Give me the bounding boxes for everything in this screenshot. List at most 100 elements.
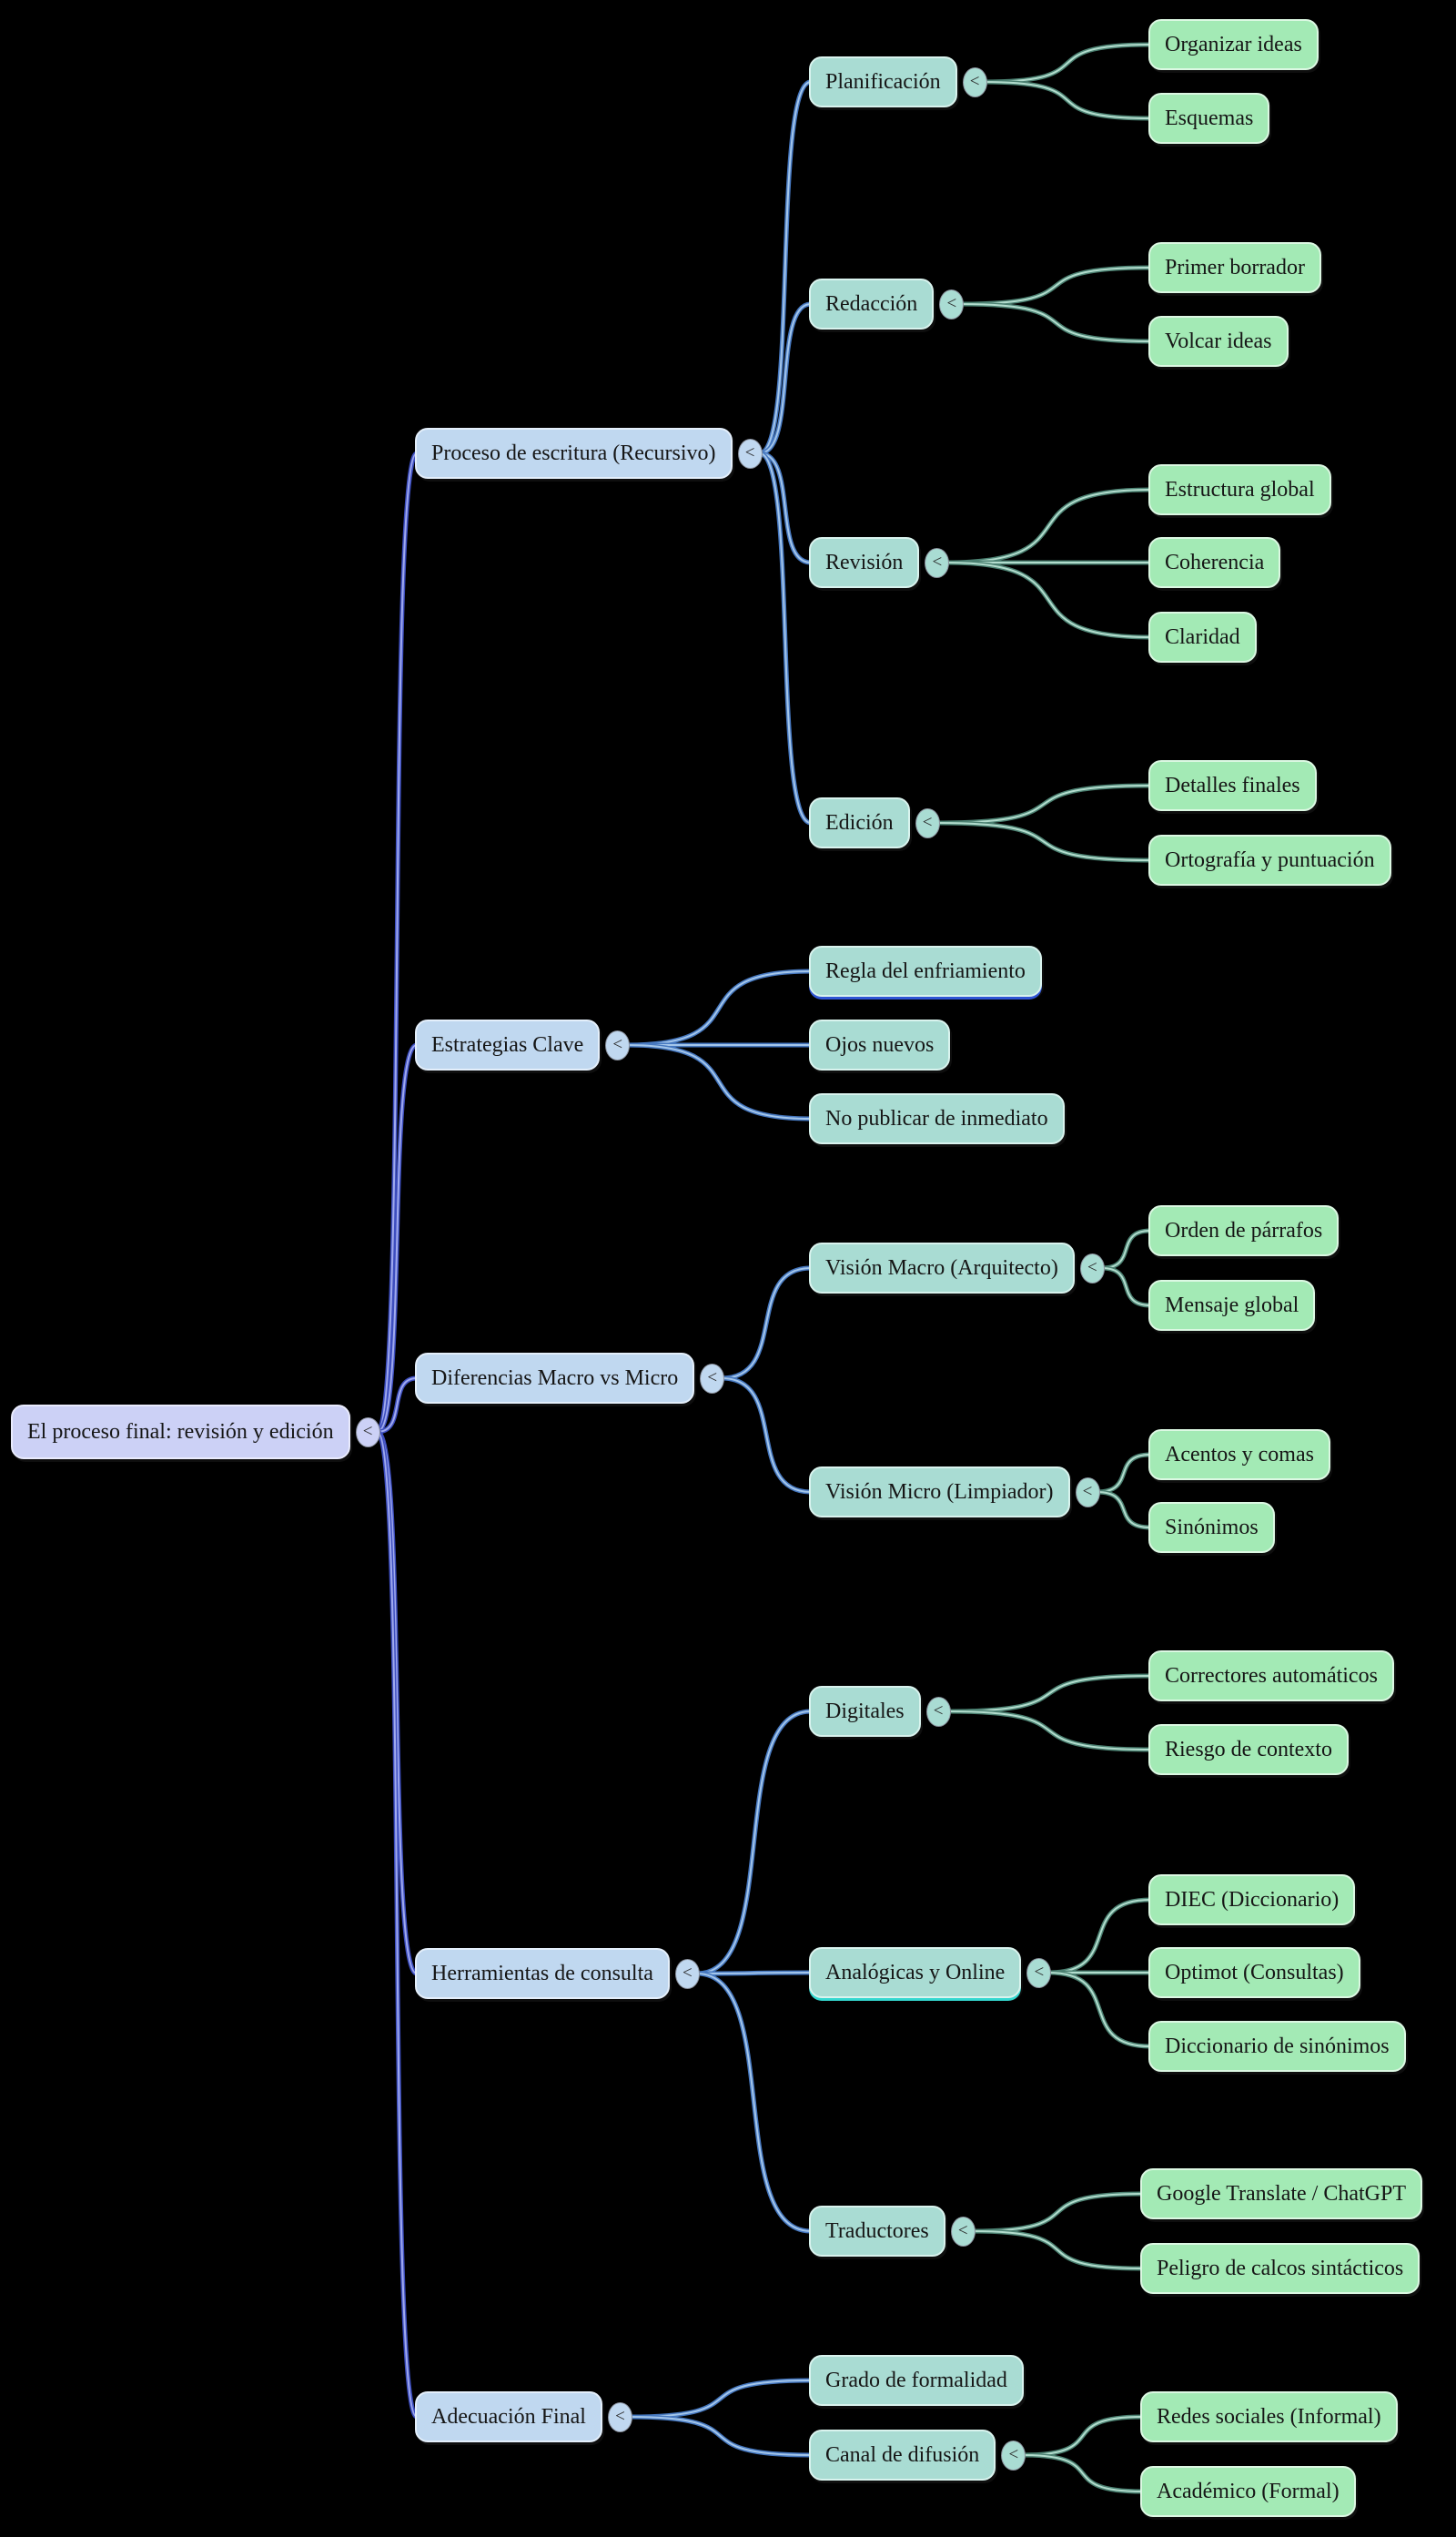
node-box-vmicro[interactable]: Visión Micro (Limpiador) [809,1466,1070,1517]
node-box-esquemas[interactable]: Esquemas [1148,93,1270,144]
node-edicion[interactable]: Edición< [809,797,940,848]
node-primer[interactable]: Primer borrador [1148,242,1321,293]
collapse-toggle[interactable]: < [962,66,987,97]
collapse-toggle[interactable]: < [925,547,950,578]
node-box-adecuacion[interactable]: Adecuación Final [415,2391,602,2442]
collapse-toggle[interactable]: < [915,807,940,838]
node-box-nopublicar[interactable]: No publicar de inmediato [809,1093,1065,1144]
node-box-coherencia[interactable]: Coherencia [1148,537,1281,588]
node-box-ojos[interactable]: Ojos nuevos [809,1020,951,1071]
node-planificacion[interactable]: Planificación< [809,56,987,107]
collapse-toggle[interactable]: < [950,2216,976,2247]
node-box-diec[interactable]: DIEC (Diccionario) [1148,1874,1356,1925]
node-redaccion[interactable]: Redacción< [809,279,965,330]
node-box-mensaje[interactable]: Mensaje global [1148,1280,1316,1331]
node-nopublicar[interactable]: No publicar de inmediato [809,1093,1065,1144]
node-box-estrategias[interactable]: Estrategias Clave [415,1020,601,1071]
node-box-digitales[interactable]: Digitales [809,1686,921,1737]
node-volcar[interactable]: Volcar ideas [1148,316,1289,367]
node-vmicro[interactable]: Visión Micro (Limpiador)< [809,1466,1100,1517]
node-box-revision[interactable]: Revisión [809,537,920,588]
node-box-root[interactable]: El proceso final: revisión y edición [11,1405,350,1459]
collapse-toggle[interactable]: < [1079,1253,1105,1284]
node-box-estructura[interactable]: Estructura global [1148,464,1331,515]
node-box-grado[interactable]: Grado de formalidad [809,2355,1024,2406]
collapse-toggle[interactable]: < [1001,2440,1026,2471]
collapse-toggle[interactable]: < [939,289,965,320]
node-grado[interactable]: Grado de formalidad [809,2355,1024,2406]
node-box-redes[interactable]: Redes sociales (Informal) [1140,2391,1398,2442]
node-google[interactable]: Google Translate / ChatGPT [1140,2168,1422,2219]
node-box-vmacro[interactable]: Visión Macro (Arquitecto) [809,1243,1075,1294]
node-acentos[interactable]: Acentos y comas [1148,1429,1330,1480]
node-box-organizar[interactable]: Organizar ideas [1148,19,1319,70]
node-box-traductores[interactable]: Traductores [809,2206,945,2257]
node-box-detalles[interactable]: Detalles finales [1148,760,1317,811]
node-diec[interactable]: DIEC (Diccionario) [1148,1874,1356,1925]
node-digitales[interactable]: Digitales< [809,1686,951,1737]
node-box-proceso[interactable]: Proceso de escritura (Recursivo) [415,428,733,479]
node-box-sinonimos[interactable]: Sinónimos [1148,1502,1275,1553]
node-box-regla[interactable]: Regla del enfriamiento [809,946,1042,997]
collapse-toggle[interactable]: < [605,1030,631,1060]
node-box-claridad[interactable]: Claridad [1148,612,1257,663]
node-box-orden[interactable]: Orden de párrafos [1148,1205,1340,1256]
node-ortografia[interactable]: Ortografía y puntuación [1148,835,1391,886]
collapse-toggle[interactable]: < [1026,1957,1052,1988]
node-box-ortografia[interactable]: Ortografía y puntuación [1148,835,1391,886]
node-root[interactable]: El proceso final: revisión y edición< [11,1405,380,1459]
node-box-calcos[interactable]: Peligro de calcos sintácticos [1140,2243,1421,2294]
collapse-toggle[interactable]: < [674,1958,700,1989]
node-organizar[interactable]: Organizar ideas [1148,19,1319,70]
node-estrategias[interactable]: Estrategias Clave< [415,1020,631,1071]
node-estructura[interactable]: Estructura global [1148,464,1331,515]
collapse-toggle[interactable]: < [355,1416,380,1447]
collapse-toggle[interactable]: < [737,438,763,469]
node-detalles[interactable]: Detalles finales [1148,760,1317,811]
node-canal[interactable]: Canal de difusión< [809,2430,1026,2481]
collapse-toggle[interactable]: < [700,1363,725,1394]
node-riesgo[interactable]: Riesgo de contexto [1148,1724,1349,1775]
node-redes[interactable]: Redes sociales (Informal) [1140,2391,1398,2442]
node-box-planificacion[interactable]: Planificación [809,56,957,107]
node-mensaje[interactable]: Mensaje global [1148,1280,1316,1331]
node-regla[interactable]: Regla del enfriamiento [809,946,1042,997]
node-box-dicsin[interactable]: Diccionario de sinónimos [1148,2021,1406,2072]
node-box-acentos[interactable]: Acentos y comas [1148,1429,1330,1480]
node-revision[interactable]: Revisión< [809,537,950,588]
collapse-toggle[interactable]: < [607,2401,632,2432]
node-box-canal[interactable]: Canal de difusión [809,2430,996,2481]
node-box-redaccion[interactable]: Redacción [809,279,935,330]
collapse-toggle[interactable]: < [1075,1477,1100,1507]
node-orden[interactable]: Orden de párrafos [1148,1205,1340,1256]
node-diferencias[interactable]: Diferencias Macro vs Micro< [415,1353,725,1404]
node-box-volcar[interactable]: Volcar ideas [1148,316,1289,367]
node-box-primer[interactable]: Primer borrador [1148,242,1321,293]
node-vmacro[interactable]: Visión Macro (Arquitecto)< [809,1243,1105,1294]
node-ojos[interactable]: Ojos nuevos [809,1020,951,1071]
node-box-herramientas[interactable]: Herramientas de consulta [415,1948,670,1999]
node-box-diferencias[interactable]: Diferencias Macro vs Micro [415,1353,695,1404]
node-box-optimot[interactable]: Optimot (Consultas) [1148,1947,1360,1998]
node-academico[interactable]: Académico (Formal) [1140,2466,1356,2517]
node-correctores[interactable]: Correctores automáticos [1148,1650,1394,1701]
node-coherencia[interactable]: Coherencia [1148,537,1281,588]
node-box-correctores[interactable]: Correctores automáticos [1148,1650,1394,1701]
node-sinonimos[interactable]: Sinónimos [1148,1502,1275,1553]
node-box-google[interactable]: Google Translate / ChatGPT [1140,2168,1422,2219]
node-traductores[interactable]: Traductores< [809,2206,976,2257]
node-proceso[interactable]: Proceso de escritura (Recursivo)< [415,428,763,479]
node-box-riesgo[interactable]: Riesgo de contexto [1148,1724,1349,1775]
node-optimot[interactable]: Optimot (Consultas) [1148,1947,1360,1998]
node-box-analogicas[interactable]: Analógicas y Online [809,1947,1022,1998]
node-analogicas[interactable]: Analógicas y Online< [809,1947,1052,1998]
node-adecuacion[interactable]: Adecuación Final< [415,2391,632,2442]
node-herramientas[interactable]: Herramientas de consulta< [415,1948,700,1999]
node-box-academico[interactable]: Académico (Formal) [1140,2466,1356,2517]
collapse-toggle[interactable]: < [925,1696,951,1727]
node-claridad[interactable]: Claridad [1148,612,1257,663]
node-box-edicion[interactable]: Edición [809,797,910,848]
node-esquemas[interactable]: Esquemas [1148,93,1270,144]
node-dicsin[interactable]: Diccionario de sinónimos [1148,2021,1406,2072]
node-calcos[interactable]: Peligro de calcos sintácticos [1140,2243,1421,2294]
